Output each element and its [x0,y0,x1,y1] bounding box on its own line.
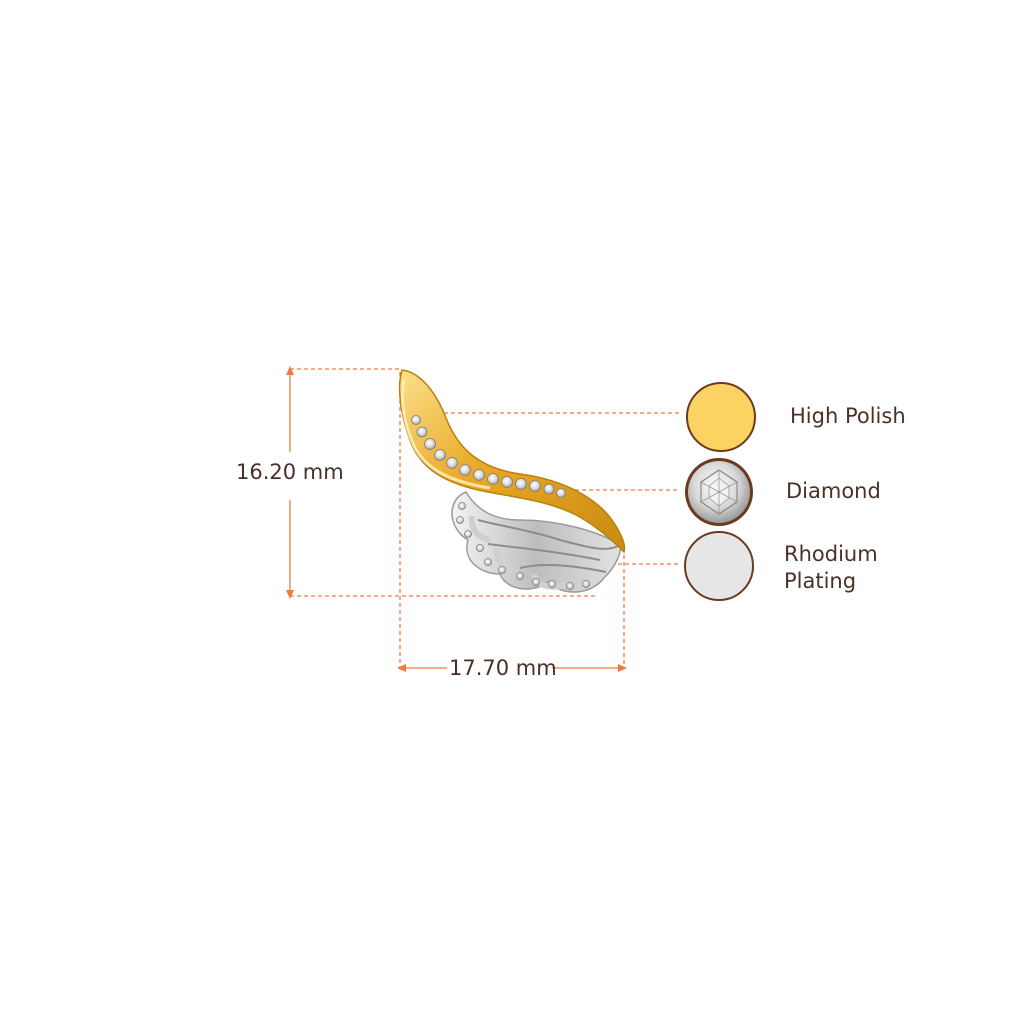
arrow-head-left-icon [397,664,406,672]
width-dimension-label: 17.70 mm [449,656,557,680]
arrow-head-down-icon [286,590,294,599]
height-dimension-label: 16.20 mm [236,460,344,484]
legend-label-rhodium-plating: Rhodium Plating [784,542,878,593]
diamond-swatch [685,458,753,526]
pendant-diamond-row [411,415,590,590]
pendant-silver-wing [451,491,622,593]
legend-swatches [684,382,756,601]
rhodium-swatch [684,531,754,601]
dimension-guides [289,368,680,669]
legend-label-high-polish: High Polish [790,404,906,428]
arrow-head-right-icon [618,664,627,672]
legend-label-diamond: Diamond [786,479,881,503]
gold-swatch [686,382,756,452]
pendant-gold-swirl [398,369,626,554]
arrow-head-up-icon [286,366,294,375]
